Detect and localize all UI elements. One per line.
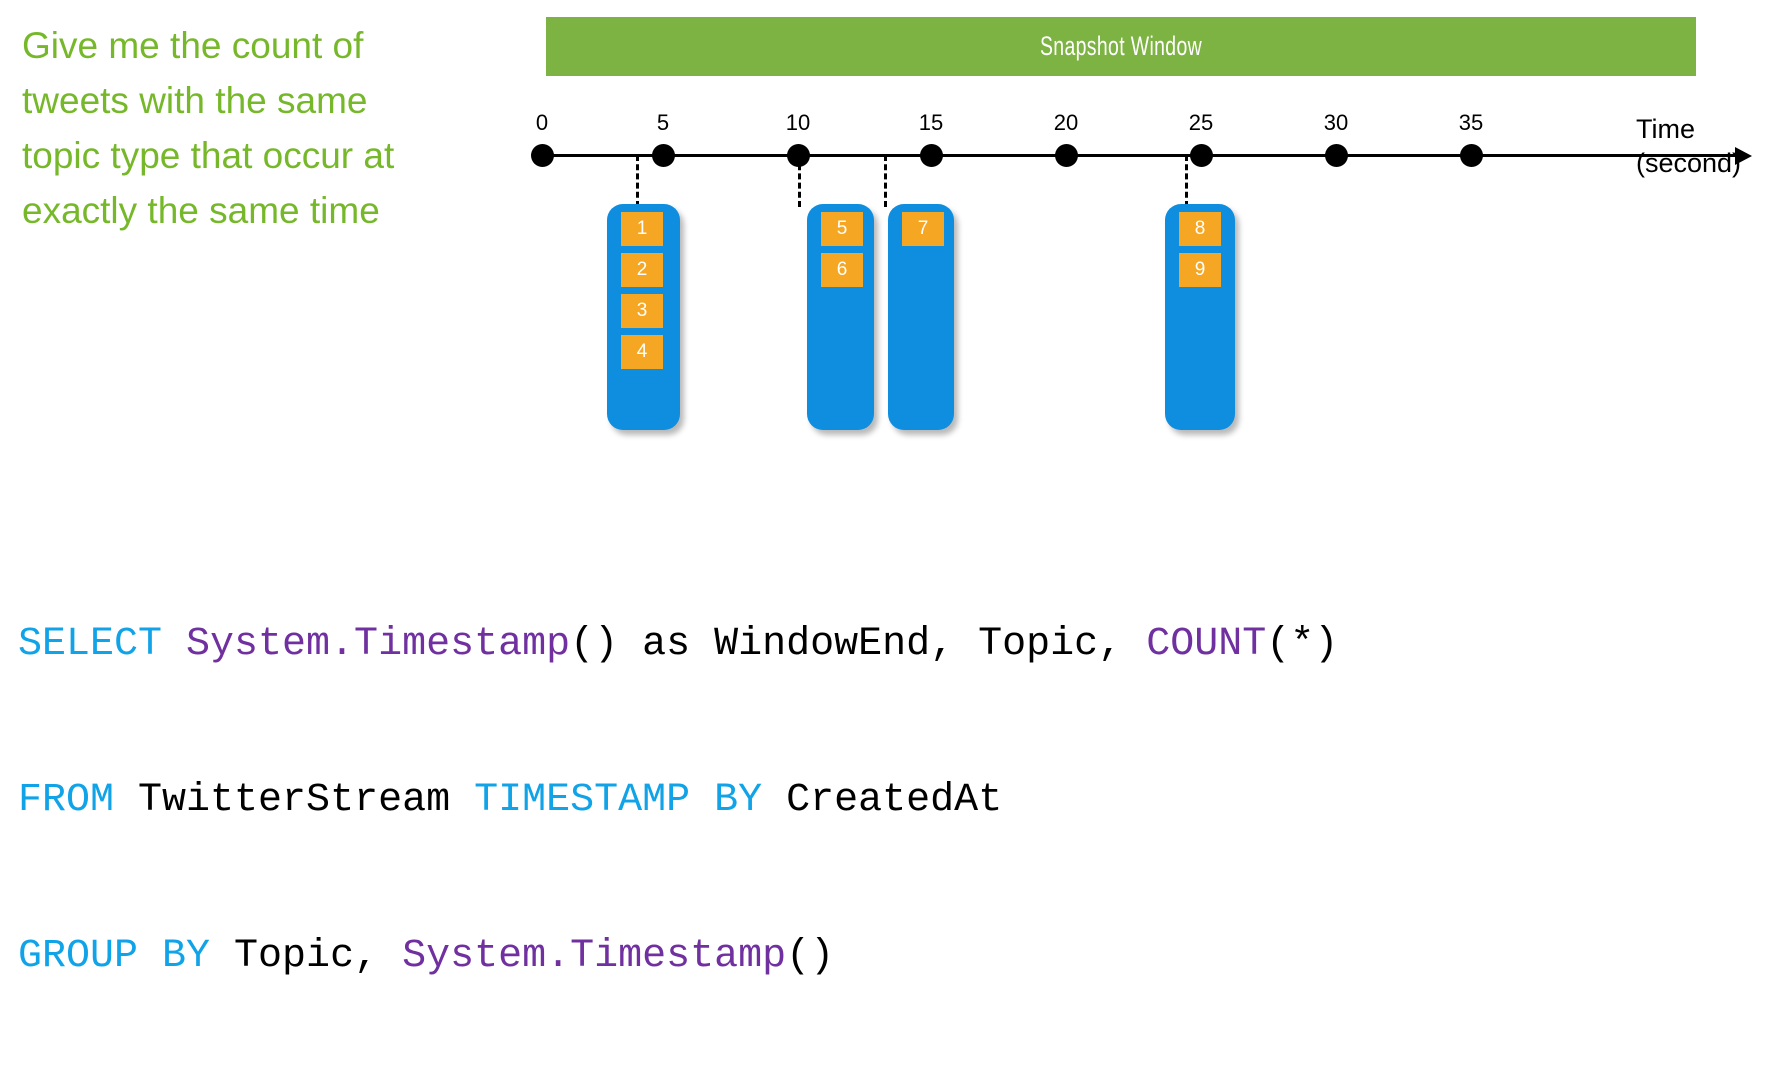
- event-box-group-1: 1 2 3 4: [607, 204, 680, 430]
- axis-tick-dot-15: [920, 144, 943, 167]
- axis-tick-dot-5: [652, 144, 675, 167]
- axis-tick-label-35: 35: [1458, 110, 1484, 135]
- snapshot-window-label: Snapshot Window: [1039, 31, 1203, 61]
- event-tile-4: 4: [621, 335, 663, 369]
- sql-token: () as WindowEnd, Topic,: [570, 622, 1147, 667]
- axis-tick-dot-0: [531, 144, 554, 167]
- axis-tick-dot-35: [1460, 144, 1483, 167]
- event-tile-3: 3: [621, 294, 663, 328]
- sql-token: (*): [1266, 622, 1339, 667]
- sql-token: Topic,: [234, 934, 403, 979]
- axis-tick-label-10: 10: [785, 110, 811, 135]
- snapshot-window-banner: Snapshot Window: [546, 17, 1696, 76]
- axis-tick-dot-20: [1055, 144, 1078, 167]
- time-axis-title: Time (second): [1636, 112, 1785, 180]
- dropper-line-2: [798, 155, 801, 207]
- event-tile-5: 5: [821, 212, 863, 246]
- event-tile-7: 7: [902, 212, 944, 246]
- prompt-question-text: Give me the count of tweets with the sam…: [22, 25, 395, 231]
- sql-query-block: SELECT System.Timestamp() as WindowEnd, …: [18, 515, 1338, 1087]
- sql-token: TwitterStream: [138, 778, 475, 823]
- axis-tick-label-15: 15: [918, 110, 944, 135]
- axis-arrow-icon: [1735, 147, 1752, 165]
- axis-tick-label-20: 20: [1053, 110, 1079, 135]
- sql-line-3: GROUP BY Topic, System.Timestamp(): [18, 931, 1338, 983]
- sql-token: System.Timestamp: [186, 622, 571, 667]
- sql-token: System.Timestamp: [402, 934, 787, 979]
- sql-token: TIMESTAMP BY: [474, 778, 787, 823]
- sql-line-2: FROM TwitterStream TIMESTAMP BY CreatedA…: [18, 775, 1338, 827]
- axis-tick-label-0: 0: [535, 110, 549, 135]
- axis-tick-label-5: 5: [656, 110, 670, 135]
- axis-tick-dot-30: [1325, 144, 1348, 167]
- time-axis-title-line2: (second): [1636, 148, 1742, 178]
- event-tile-8: 8: [1179, 212, 1221, 246]
- sql-token: SELECT: [18, 622, 187, 667]
- sql-token: GROUP BY: [18, 934, 235, 979]
- dropper-line-4: [1185, 155, 1188, 207]
- event-box-group-3: 7: [888, 204, 954, 430]
- sql-token: COUNT: [1146, 622, 1267, 667]
- event-tile-9: 9: [1179, 253, 1221, 287]
- sql-token: CreatedAt: [786, 778, 1003, 823]
- event-tile-2: 2: [621, 253, 663, 287]
- dropper-line-3: [884, 155, 887, 207]
- dropper-line-1: [636, 155, 639, 207]
- event-tile-6: 6: [821, 253, 863, 287]
- time-axis-title-line1: Time: [1636, 114, 1695, 144]
- sql-token: (): [786, 934, 835, 979]
- axis-line: [540, 154, 1740, 157]
- timeline-axis: Time (second) 0 5 10 15 20 25 30 35: [0, 100, 1785, 210]
- axis-tick-dot-25: [1190, 144, 1213, 167]
- axis-tick-label-25: 25: [1188, 110, 1214, 135]
- sql-token: FROM: [18, 778, 139, 823]
- event-tile-1: 1: [621, 212, 663, 246]
- sql-line-1: SELECT System.Timestamp() as WindowEnd, …: [18, 619, 1338, 671]
- slide-canvas: Give me the count of tweets with the sam…: [0, 17, 1785, 979]
- axis-tick-label-30: 30: [1323, 110, 1349, 135]
